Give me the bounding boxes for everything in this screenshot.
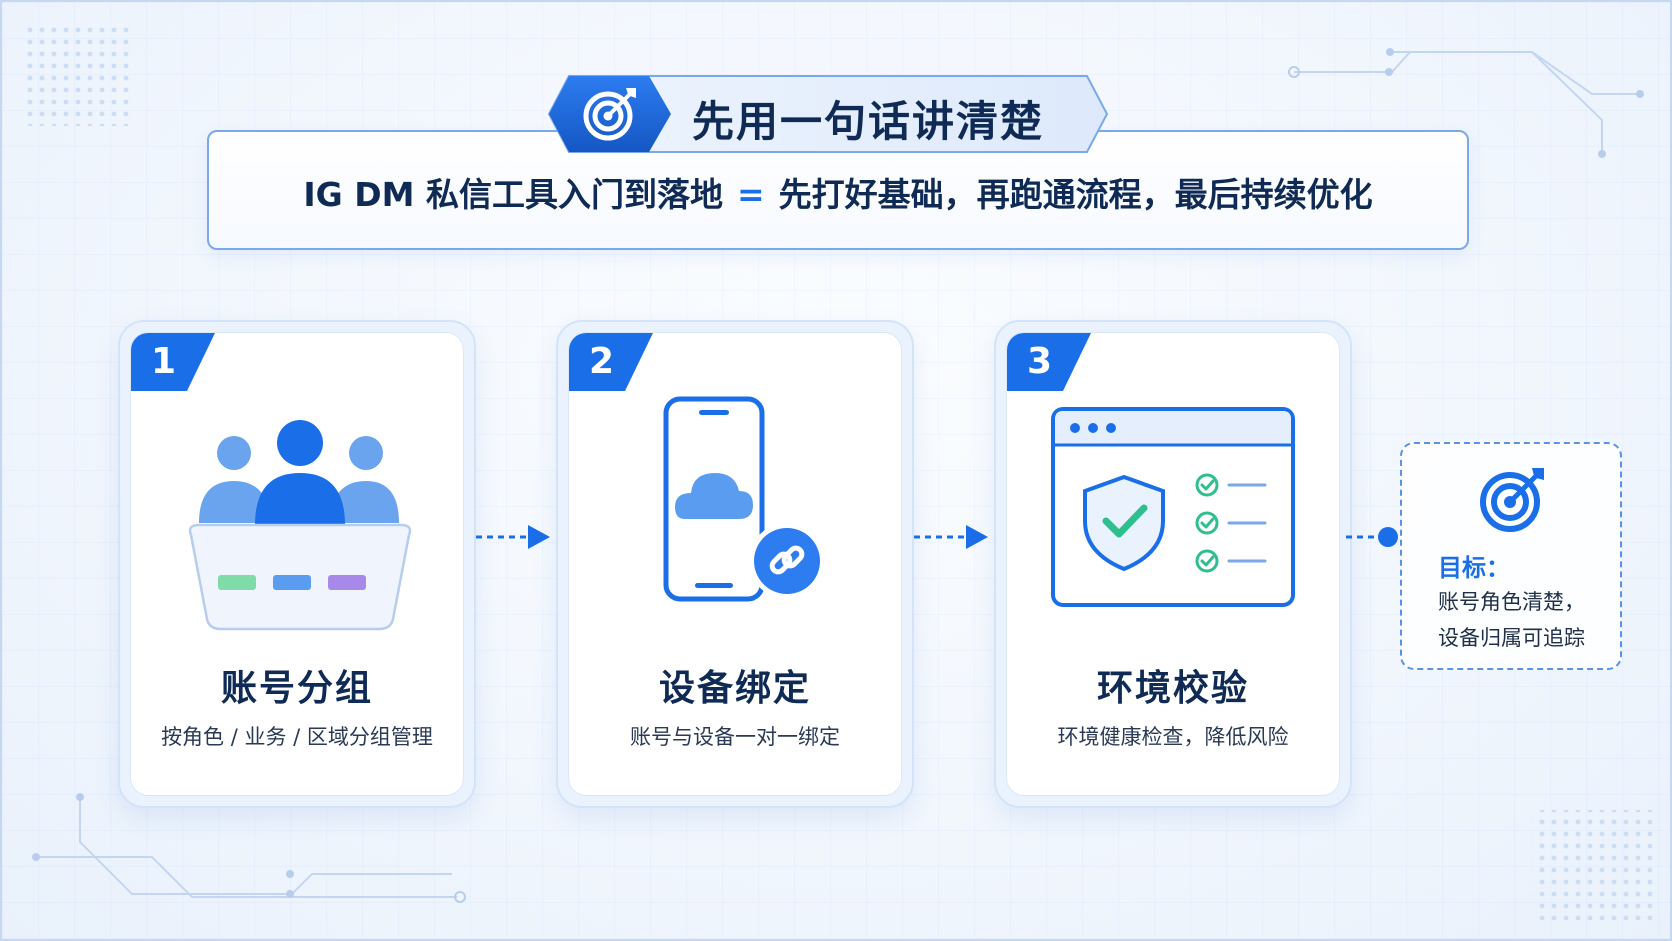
step-card-account-grouping: 1 账号分组 按角色 / 业务 / 区域分组管理 — [118, 320, 476, 808]
phone-cloud-link-icon — [663, 396, 825, 602]
goal-connector — [1346, 527, 1398, 547]
step-card-device-binding: 2 设备绑定 账号与设备一对一绑定 — [556, 320, 914, 808]
summary-sentence: IG DM 私信工具入门到落地 = 先打好基础，再跑通流程，最后持续优化 — [209, 168, 1467, 216]
browser-shield-check-icon — [1051, 407, 1295, 607]
equals-sign: = — [736, 175, 765, 214]
goal-box: 目标： 账号角色清楚， 设备归属可追踪 — [1400, 442, 1622, 670]
step-description: 按角色 / 业务 / 区域分组管理 — [161, 725, 433, 749]
target-icon — [1480, 468, 1544, 532]
step-title: 环境校验 — [1096, 668, 1249, 709]
goal-line-1: 账号角色清楚， — [1438, 590, 1585, 614]
step-title: 账号分组 — [220, 668, 373, 709]
step-card-environment-check: 3 — [994, 320, 1352, 808]
step-number-tag — [1007, 333, 1091, 391]
summary-subject: IG DM 私信工具入门到落地 — [303, 175, 723, 214]
badge-title: 先用一句话讲清楚 — [692, 97, 1045, 146]
summary-predicate: 先打好基础，再跑通流程，最后持续优化 — [778, 175, 1373, 214]
arrow-right-icon — [476, 525, 550, 549]
step-card-body: 2 设备绑定 账号与设备一对一绑定 — [568, 332, 902, 796]
target-icon — [583, 88, 636, 141]
step-number-tag — [131, 333, 215, 391]
step-number: 2 — [589, 341, 615, 382]
user-group-icon — [188, 420, 412, 631]
goal-line-2: 设备归属可追踪 — [1438, 626, 1585, 650]
step-number: 1 — [151, 341, 177, 382]
step-description: 账号与设备一对一绑定 — [630, 725, 840, 749]
title-badge: 先用一句话讲清楚 — [547, 74, 1109, 154]
goal-title: 目标： — [1438, 554, 1510, 582]
step-description: 环境健康检查，降低风险 — [1057, 725, 1289, 749]
step-title: 设备绑定 — [658, 668, 811, 709]
step-number-tag — [569, 333, 653, 391]
step-number: 3 — [1027, 341, 1053, 382]
step-card-body: 1 账号分组 按角色 / 业务 / 区域分组管理 — [130, 332, 464, 796]
arrow-right-icon — [914, 525, 988, 549]
step-card-body: 3 — [1006, 332, 1340, 796]
